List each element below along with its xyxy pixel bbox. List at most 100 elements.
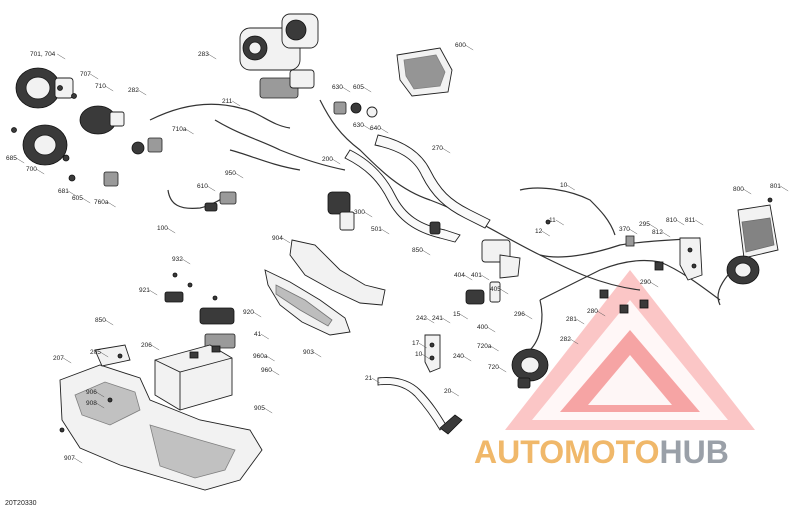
leader-line xyxy=(597,310,606,317)
callout-681: 681 xyxy=(58,188,69,195)
leader-line xyxy=(107,201,116,208)
front-headlight xyxy=(511,348,549,389)
leader-line xyxy=(487,326,496,333)
callout-12: 12 xyxy=(535,228,543,235)
callout-206: 206 xyxy=(141,342,152,349)
watermark-auto: AUTO xyxy=(474,434,565,470)
leader-line xyxy=(100,351,109,358)
mounting-bracket xyxy=(679,237,703,281)
leader-line xyxy=(90,73,99,80)
callout-200: 200 xyxy=(322,156,333,163)
leader-line xyxy=(151,344,160,351)
callout-921: 921 xyxy=(139,287,150,294)
callout-270: 270 xyxy=(432,145,443,152)
battery xyxy=(154,344,233,411)
leader-line xyxy=(235,172,244,179)
callout-600: 600 xyxy=(455,42,466,49)
leader-line xyxy=(490,345,499,352)
leader-line xyxy=(442,317,451,324)
callout-932: 932 xyxy=(172,256,183,263)
leader-line xyxy=(207,185,216,192)
watermark-text: AUTOMOTOHUB xyxy=(474,436,729,468)
leader-line xyxy=(57,53,66,60)
leader-line xyxy=(149,289,158,296)
leader-line xyxy=(743,188,752,195)
callout-960a: 960a xyxy=(253,353,268,360)
leader-line xyxy=(381,228,390,235)
callout-10: 10 xyxy=(560,182,568,189)
leader-line xyxy=(422,249,431,256)
leader-line xyxy=(96,391,105,398)
leader-line xyxy=(182,258,191,265)
callout-610: 610 xyxy=(197,183,208,190)
callout-241: 241 xyxy=(432,315,443,322)
callout-850: 850 xyxy=(412,247,423,254)
callout-905: 905 xyxy=(254,405,265,412)
throttle-body-assembly xyxy=(239,13,319,99)
leader-line xyxy=(465,44,474,51)
callout-811: 811 xyxy=(685,217,696,224)
callout-41: 41 xyxy=(254,331,262,338)
callout-370: 370 xyxy=(619,226,630,233)
callout-283: 283 xyxy=(198,51,209,58)
leader-line xyxy=(253,311,262,318)
callout-810: 810 xyxy=(666,217,677,224)
callout-21: 21 xyxy=(365,375,373,382)
callout-850: 850 xyxy=(95,317,106,324)
leader-line xyxy=(380,127,389,134)
callout-685: 685 xyxy=(6,155,17,162)
leader-line xyxy=(36,168,45,175)
callout-707: 707 xyxy=(80,71,91,78)
callout-800: 800 xyxy=(733,186,744,193)
callout-11: 11 xyxy=(549,217,556,224)
leader-line xyxy=(208,53,217,60)
leader-line xyxy=(421,353,430,360)
callout-295: 295 xyxy=(639,221,650,228)
leader-line xyxy=(363,124,372,131)
watermark-hub: HUB xyxy=(659,434,729,470)
callout-720a: 720a xyxy=(477,343,492,350)
leader-line xyxy=(105,319,114,326)
callout-240: 240 xyxy=(453,353,464,360)
leader-line xyxy=(576,318,585,325)
callout-211: 211 xyxy=(222,98,233,105)
leader-line xyxy=(232,100,241,107)
callout-501: 501 xyxy=(371,226,382,233)
battery-tray xyxy=(59,344,263,491)
callout-290: 290 xyxy=(640,279,651,286)
callout-10: 10 xyxy=(415,351,423,358)
callout-100: 100 xyxy=(157,225,168,232)
leader-line xyxy=(649,223,658,230)
callout-812: 812 xyxy=(652,229,663,236)
callout-404: 404 xyxy=(454,272,465,279)
callout-405: 405 xyxy=(490,286,501,293)
callout-207: 207 xyxy=(53,355,64,362)
leader-line xyxy=(271,369,280,376)
leader-line xyxy=(105,85,114,92)
callout-904: 904 xyxy=(272,235,283,242)
callout-710: 710 xyxy=(95,83,106,90)
leader-line xyxy=(363,86,372,93)
sensor-group xyxy=(429,221,521,305)
leader-line xyxy=(82,197,91,204)
callout-282: 282 xyxy=(560,336,571,343)
watermark-moto: MOTO xyxy=(564,434,660,470)
leader-line xyxy=(500,288,509,295)
leader-line xyxy=(450,390,459,397)
callout-908: 908 xyxy=(86,400,97,407)
leader-line xyxy=(342,86,351,93)
leader-line xyxy=(442,147,451,154)
callout-907: 907 xyxy=(64,455,75,462)
harness-cover xyxy=(264,239,386,336)
leader-line xyxy=(566,184,575,191)
callout-20: 20 xyxy=(444,388,452,395)
callout-605: 605 xyxy=(72,195,83,202)
leader-line xyxy=(695,219,704,226)
leader-line xyxy=(364,211,373,218)
callout-282: 282 xyxy=(128,87,139,94)
callout-242: 242 xyxy=(416,315,427,322)
callout-700: 700 xyxy=(26,166,37,173)
lower-hose xyxy=(377,377,463,435)
